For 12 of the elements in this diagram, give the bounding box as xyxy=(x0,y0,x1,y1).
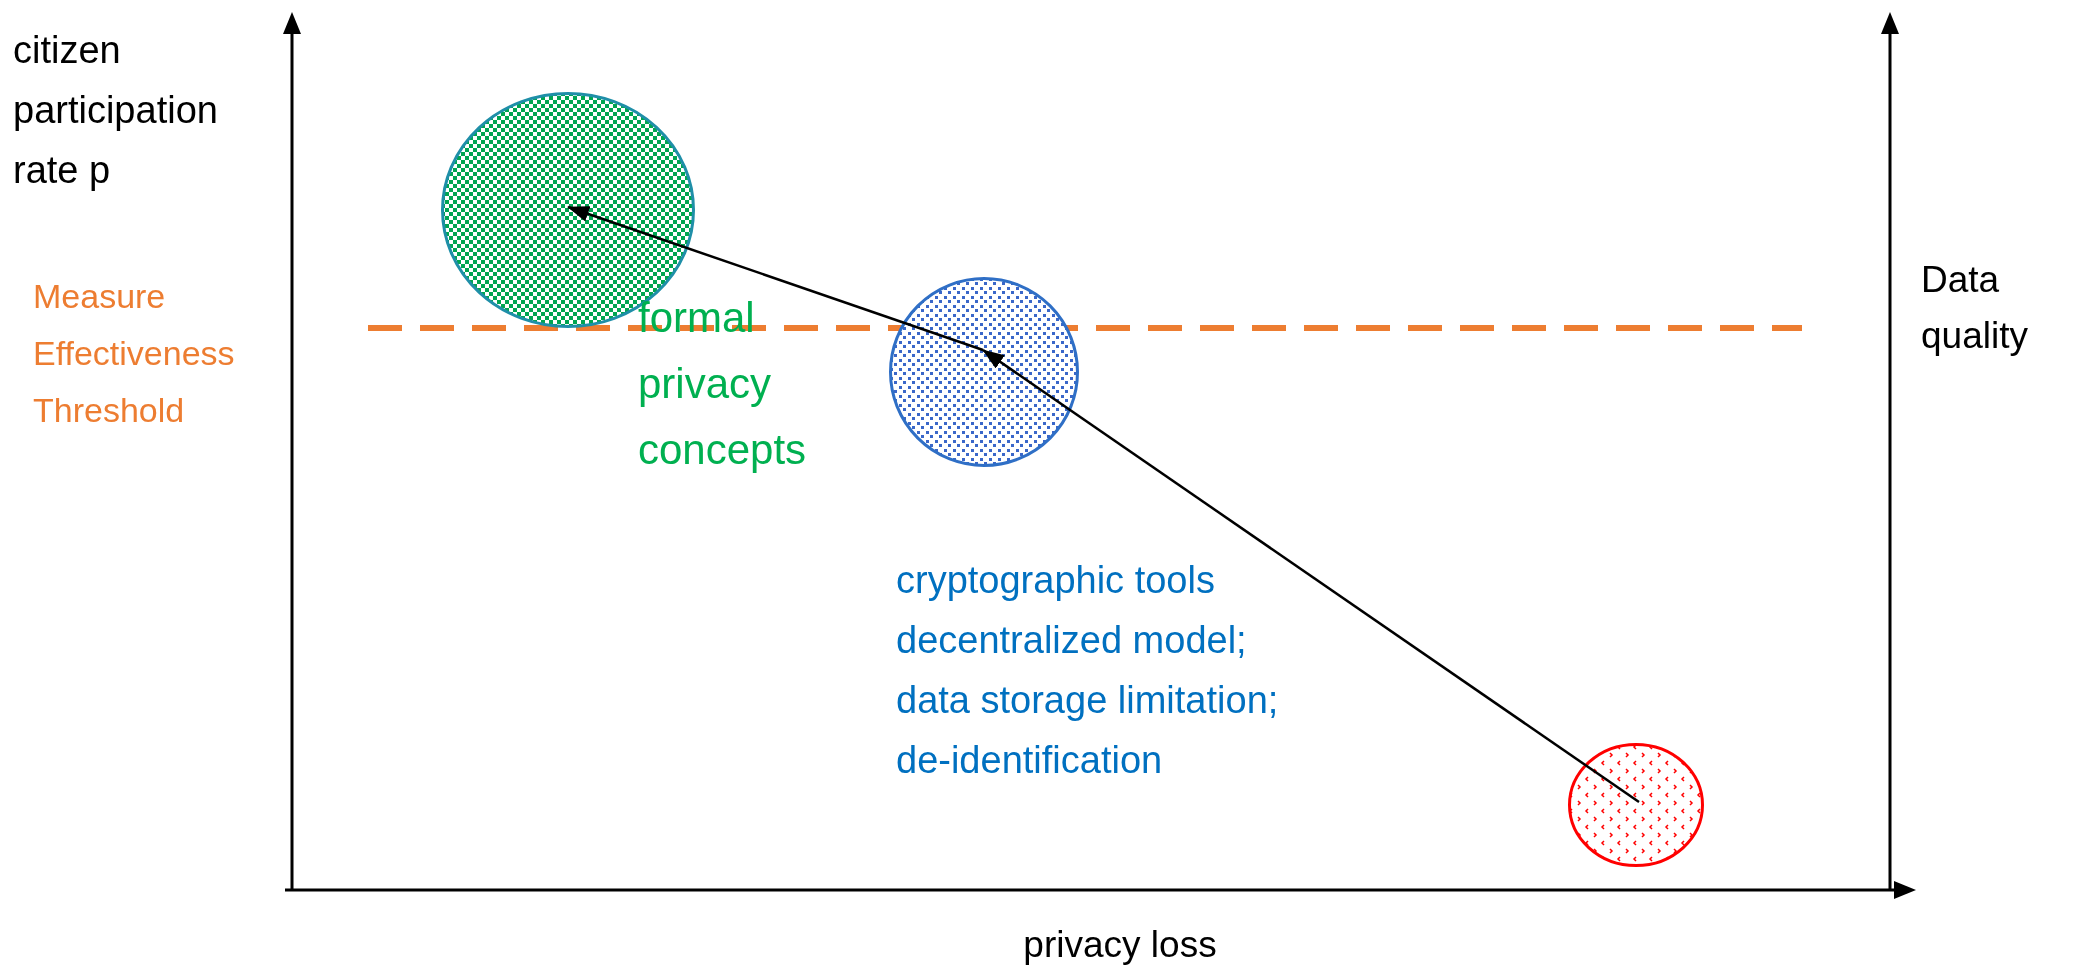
annotation-text: cryptographic tools xyxy=(896,558,1216,603)
pattern-circle xyxy=(1568,743,1704,867)
pattern-circle xyxy=(889,277,1079,467)
arrow xyxy=(982,348,1640,804)
threshold-label: Measure Effectiveness Threshold xyxy=(33,276,236,431)
axis-label: citizen participation rate p xyxy=(13,28,219,193)
arrow xyxy=(567,205,984,352)
axis-label: privacy loss xyxy=(1022,923,1218,967)
annotation-text: decentralized model; xyxy=(896,618,1248,663)
axis-label: Data quality xyxy=(1921,258,2029,358)
annotation-text: data storage limitation; xyxy=(896,678,1280,723)
annotation-text: de-identification xyxy=(896,738,1164,783)
